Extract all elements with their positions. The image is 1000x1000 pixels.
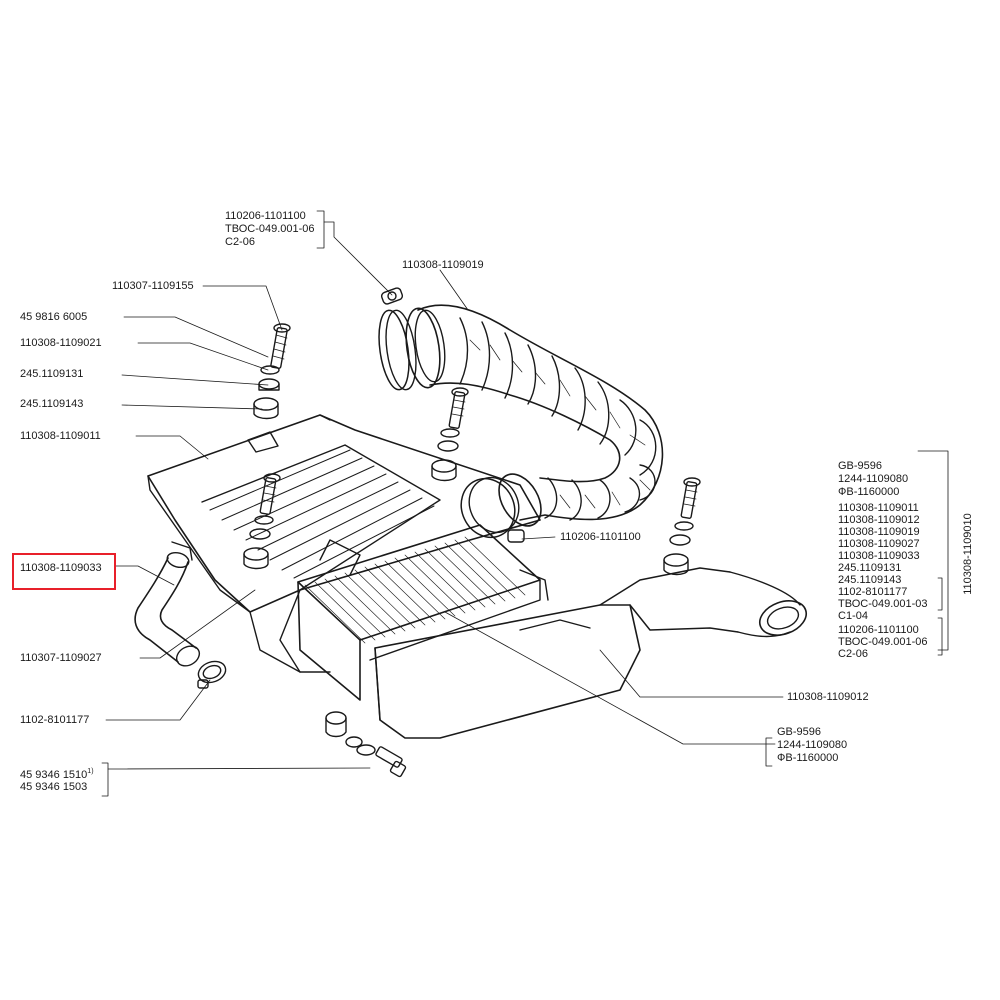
group-item[interactable]: С1-04 <box>838 610 868 622</box>
small-clamp-part <box>197 660 227 689</box>
callout-bushing-top[interactable]: 110308-1109021 <box>20 337 102 349</box>
crankcase-hose-part <box>134 541 201 667</box>
callout-washer-top[interactable]: 45 9816 6005 <box>20 311 88 323</box>
callout-hose-clamp-top-line1[interactable]: 110206-1101100 <box>225 210 306 222</box>
callout-filter-element-line1[interactable]: GB-9596 <box>777 726 822 738</box>
callout-bolt-bottom-line2[interactable]: 45 9346 1503 <box>20 781 88 793</box>
group-item[interactable]: С2-06 <box>838 648 868 660</box>
callout-air-filter-housing[interactable]: 110308-1109012 <box>787 691 869 703</box>
air-filter-housing <box>374 567 808 739</box>
group-item[interactable]: 110308-1109019 <box>838 526 920 538</box>
callout-hose-clamp-top-line2[interactable]: ТВОС-049.001-06 <box>225 223 315 235</box>
group-item[interactable]: ТВОС-049.001-06 <box>838 636 928 648</box>
group-item[interactable]: ТВОС-049.001-03 <box>838 598 928 610</box>
group-item[interactable]: 110308-1109012 <box>838 514 920 526</box>
fastener-stack-center <box>431 387 469 482</box>
group-item[interactable]: 110308-1109027 <box>838 538 920 550</box>
assembly-group-label[interactable]: 110308-1109010 <box>962 513 974 595</box>
callout-filter-element-line3[interactable]: ФВ-1160000 <box>777 752 839 764</box>
callout-filter-element-line2[interactable]: 1244-1109080 <box>777 739 848 751</box>
callout-bolt-top[interactable]: 110307-1109155 <box>112 280 194 292</box>
air-duct-hose <box>405 304 664 527</box>
filter-element <box>297 524 549 701</box>
callout-bolt-bottom-line1[interactable]: 45 9346 15101) <box>20 768 94 781</box>
fastener-stack-top-left <box>253 323 291 420</box>
group-item[interactable]: 110308-1109033 <box>838 550 920 562</box>
callout-hose-clamp-mid[interactable]: 110206-1101100 <box>560 531 641 543</box>
group-item[interactable]: 245.1109131 <box>838 562 902 574</box>
callout-cushion-top[interactable]: 245.1109143 <box>20 398 84 410</box>
group-item[interactable]: 1102-8101177 <box>838 586 908 598</box>
fastener-stack-mid-left <box>243 473 281 570</box>
hose-clamp-top <box>378 287 417 391</box>
callout-breather-hose[interactable]: 110307-1109027 <box>20 652 102 664</box>
callout-air-duct-hose[interactable]: 110308-1109019 <box>402 259 484 271</box>
callout-air-filter-cover[interactable]: 110308-1109011 <box>20 430 101 442</box>
group-item[interactable]: ФВ-1160000 <box>838 486 900 498</box>
air-filter-cover <box>147 414 541 673</box>
footnote-mark: 1) <box>87 768 94 775</box>
callout-spacer-top[interactable]: 245.1109131 <box>20 368 84 380</box>
group-item[interactable]: GB-9596 <box>838 460 883 472</box>
group-item[interactable]: 1244-1109080 <box>838 473 909 485</box>
callout-hose-clamp-top-line3[interactable]: С2-06 <box>225 236 255 248</box>
callout-crankcase-hose-highlighted[interactable]: 110308-1109033 <box>20 562 102 574</box>
fastener-stack-right <box>663 477 701 576</box>
group-item[interactable]: 245.1109143 <box>838 574 902 586</box>
callout-small-clamp[interactable]: 1102-8101177 <box>20 714 90 726</box>
fastener-stack-bottom <box>325 711 407 778</box>
group-item[interactable]: 110308-1109011 <box>838 502 919 514</box>
group-item[interactable]: 110206-1101100 <box>838 624 919 636</box>
leader-lines <box>101 210 949 797</box>
